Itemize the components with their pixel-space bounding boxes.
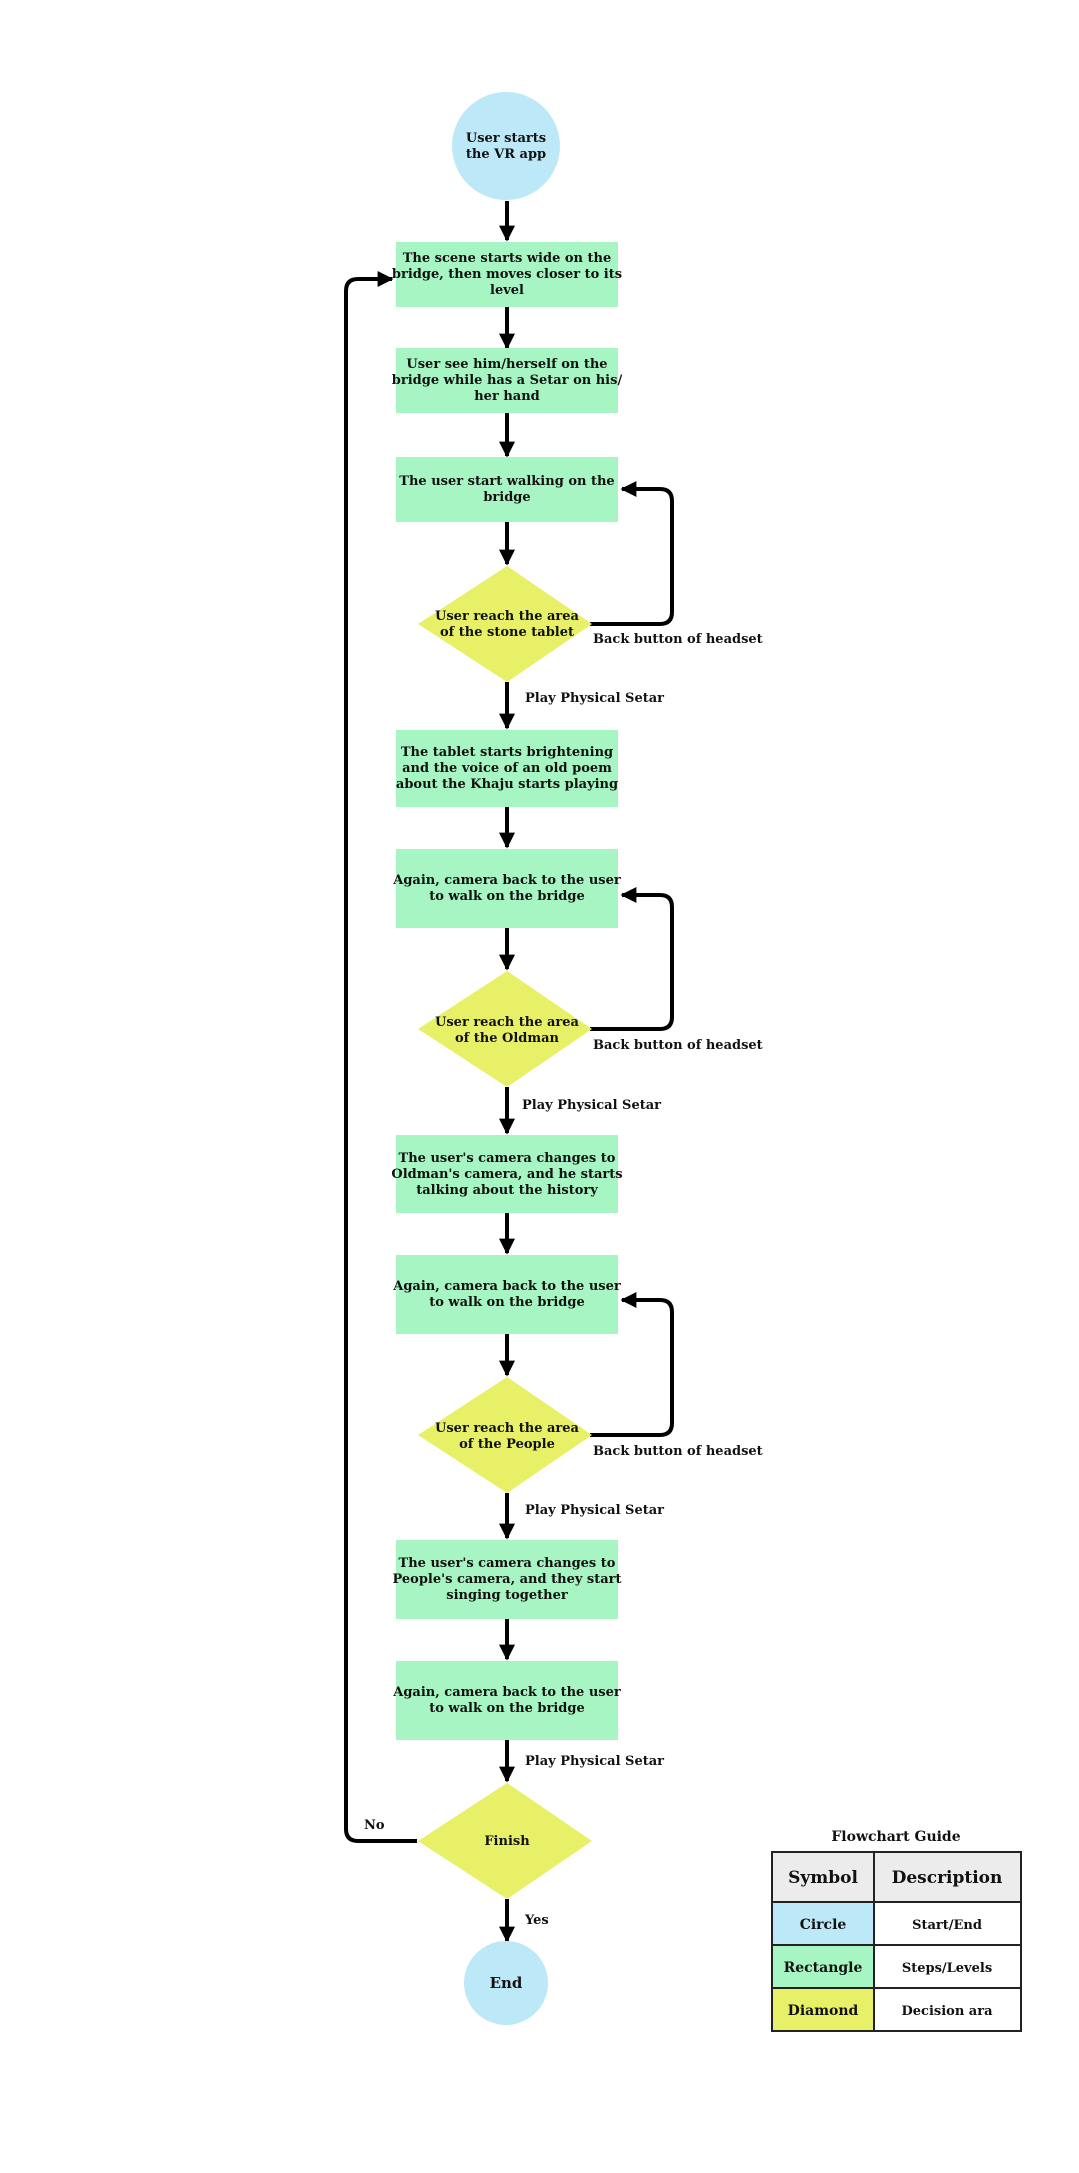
scene-start-box <box>396 242 618 307</box>
legend-row-circle-symbol: Circle <box>800 1917 847 1933</box>
no-label: No <box>364 1818 385 1833</box>
edge-back-loop-3 <box>590 1292 674 1437</box>
oldman-camera-box <box>396 1135 618 1213</box>
oldman-decision-diamond <box>418 971 592 1087</box>
legend-header-symbol-cell <box>772 1852 874 1902</box>
back-label-1: Back button of headset <box>593 632 763 647</box>
legend-row-rectangle-symbol: Rectangle <box>784 1960 863 1976</box>
legend-row-diamond-description: Decision ara <box>902 2004 994 2019</box>
again-walk-1-box <box>396 849 618 928</box>
end-circle <box>464 1941 548 2025</box>
end-text: End <box>490 1974 523 1992</box>
tablet-decision-diamond <box>418 566 592 682</box>
back-label-3: Back button of headset <box>593 1444 763 1459</box>
edge-labels: Back button of headset Play Physical Set… <box>364 632 763 1928</box>
again-walk-3-box <box>396 1661 618 1740</box>
tablet-brightening-box <box>396 730 618 807</box>
edge-back-loop-1 <box>590 481 674 626</box>
legend-title: Flowchart Guide <box>831 1829 960 1845</box>
people-camera-box <box>396 1540 618 1619</box>
legend-circle-swatch <box>772 1902 874 1945</box>
legend-header-description-cell <box>874 1852 1021 1902</box>
start-walking-box <box>396 457 618 522</box>
legend-rectangle-swatch <box>772 1945 874 1988</box>
play-label-1: Play Physical Setar <box>525 691 664 706</box>
edge-no-loop <box>344 271 417 1843</box>
play-label-4: Play Physical Setar <box>525 1754 664 1769</box>
edge-back-loop-2 <box>590 887 674 1031</box>
see-self-box <box>396 348 618 413</box>
flowchart-legend: Flowchart Guide Symbol Description Circl… <box>771 1829 1022 2032</box>
again-walk-2-box <box>396 1255 618 1334</box>
play-label-3: Play Physical Setar <box>525 1503 664 1518</box>
legend-row-circle-description: Start/End <box>912 1918 982 1933</box>
finish-decision-diamond <box>418 1783 592 1899</box>
start-circle <box>452 92 560 200</box>
legend-diamond-swatch <box>772 1988 874 2031</box>
legend-grid <box>771 1851 1022 2032</box>
legend-header-description: Description <box>892 1868 1003 1888</box>
people-decision-diamond <box>418 1377 592 1493</box>
back-label-2: Back button of headset <box>593 1038 763 1053</box>
yes-label: Yes <box>524 1913 549 1928</box>
play-label-2: Play Physical Setar <box>522 1098 661 1113</box>
legend-header-symbol: Symbol <box>788 1868 858 1888</box>
finish-decision-text: Finish <box>484 1834 530 1849</box>
legend-row-diamond-symbol: Diamond <box>788 2003 859 2019</box>
edges <box>344 201 674 1943</box>
legend-row-rectangle-description: Steps/Levels <box>902 1961 992 1976</box>
